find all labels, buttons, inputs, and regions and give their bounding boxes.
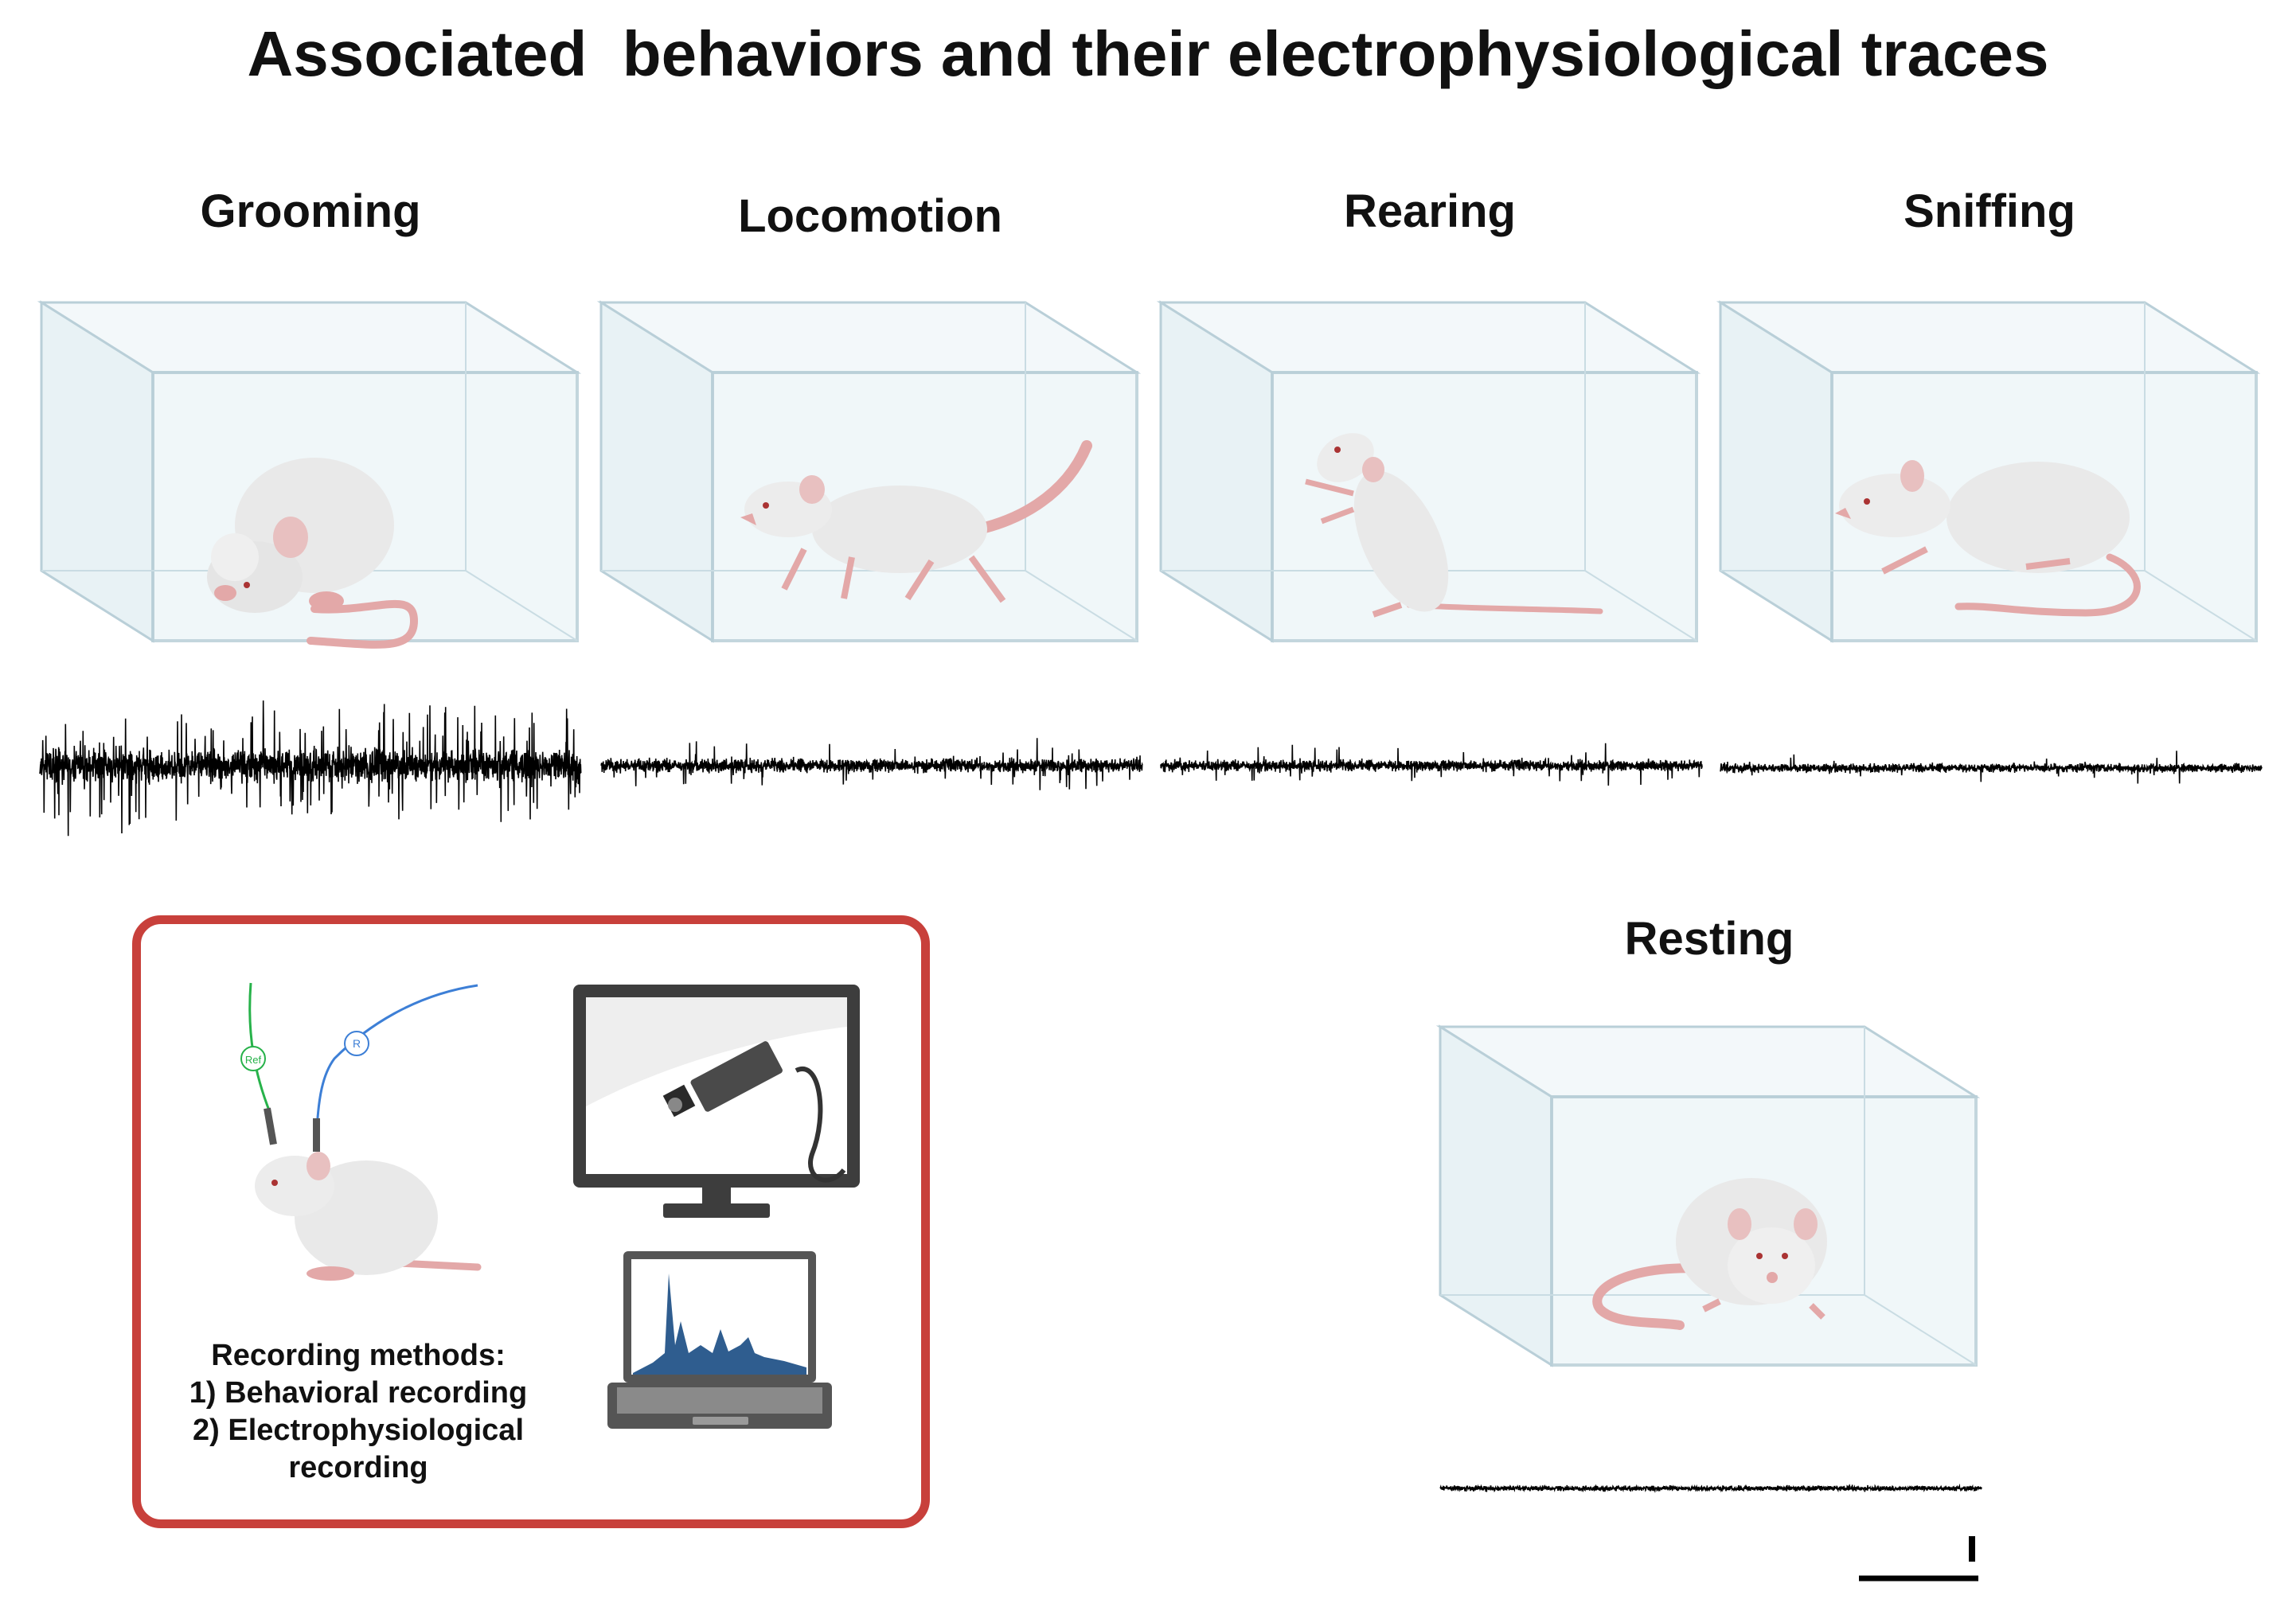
methods-line-2: 2) Electrophysiological [193, 1414, 524, 1447]
laptop-spectrum-icon [607, 1251, 832, 1429]
trace-rearing [1160, 743, 1703, 786]
electrode-r-marker [344, 1031, 369, 1056]
rat-grooming-illustration [207, 458, 419, 649]
electrode-ref-marker [240, 1046, 266, 1071]
figure-title: Associated behaviors and their electroph… [247, 18, 2049, 89]
recording-methods-panel [132, 915, 930, 1528]
label-rearing: Rearing [1344, 185, 1516, 237]
electrode-rat-illustration [240, 982, 482, 1281]
monitor-camera-icon [573, 985, 860, 1218]
methods-line-1: 1) Behavioral recording [189, 1376, 528, 1410]
label-grooming: Grooming [200, 185, 421, 237]
methods-line-3: recording [288, 1451, 428, 1484]
label-resting: Resting [1624, 913, 1794, 965]
cage-locomotion [599, 301, 1138, 642]
trace-resting [1439, 1483, 1982, 1493]
label-locomotion: Locomotion [738, 190, 1002, 242]
rat-sniffing-illustration [1835, 460, 2141, 617]
electrophysiology-traces [39, 700, 2263, 1493]
electrode-r-label: R [353, 1037, 361, 1050]
rat-resting-illustration [1592, 1178, 1827, 1330]
label-sniffing: Sniffing [1904, 185, 2075, 237]
trace-locomotion [600, 738, 1143, 790]
rat-rearing-illustration [1305, 433, 1603, 618]
methods-heading: Recording methods: [211, 1339, 506, 1372]
trace-grooming [39, 700, 582, 837]
electrode-ref-label: Ref [245, 1054, 262, 1066]
trace-sniffing [1720, 751, 2263, 784]
rat-locomotion-illustration [740, 440, 1092, 603]
recording-methods-text: Recording methods: 1) Behavioral recordi… [159, 1337, 557, 1487]
